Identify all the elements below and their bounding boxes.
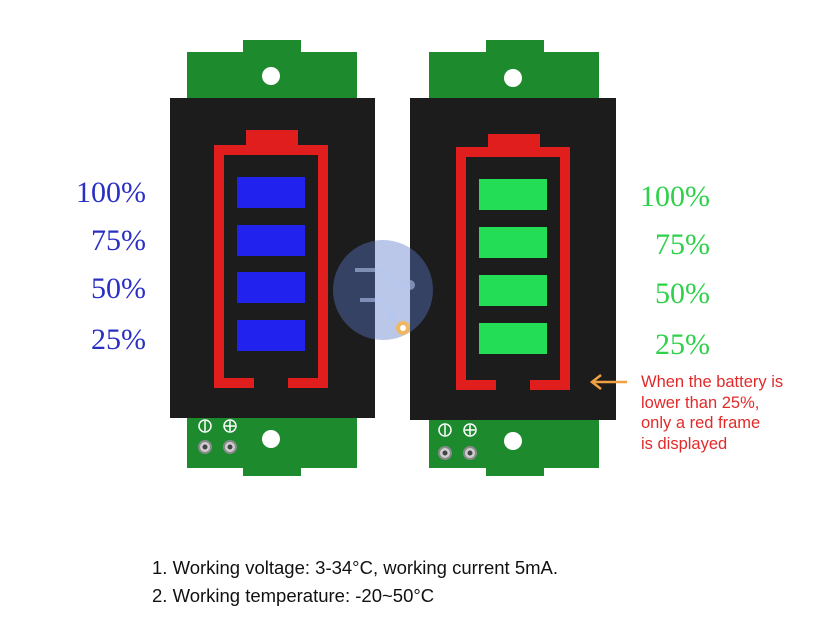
- right-label-100: 100%: [640, 180, 710, 213]
- mounting-hole-icon: [504, 69, 522, 87]
- right-segment-25: [479, 323, 547, 354]
- low-battery-note: When the battery is lower than 25%, only…: [641, 372, 811, 454]
- left-battery-frame: [214, 130, 328, 388]
- watermark-logo-icon: [333, 240, 433, 340]
- left-battery-module: [170, 40, 375, 476]
- left-label-50: 50%: [91, 272, 146, 305]
- note-line: is displayed: [641, 434, 728, 453]
- left-segment-25: [237, 320, 305, 351]
- right-label-75: 75%: [655, 228, 710, 261]
- left-segment-75: [237, 225, 305, 256]
- mounting-hole-icon: [262, 430, 280, 448]
- right-segment-75: [479, 227, 547, 258]
- left-segment-50: [237, 272, 305, 303]
- note-line: When the battery is: [641, 373, 784, 391]
- note-line: lower than 25%,: [641, 393, 760, 412]
- spec-working-voltage: 1. Working voltage: 3-34°C, working curr…: [152, 557, 559, 578]
- right-segment-50: [479, 275, 547, 306]
- right-battery-module: [410, 40, 616, 476]
- left-label-25: 25%: [91, 323, 146, 356]
- note-line: only a red frame: [641, 414, 761, 432]
- right-label-25: 25%: [655, 328, 710, 361]
- right-segment-100: [479, 179, 547, 210]
- left-label-100: 100%: [76, 176, 146, 209]
- right-battery-frame: [456, 134, 570, 390]
- right-label-50: 50%: [655, 277, 710, 310]
- mounting-hole-icon: [504, 432, 522, 450]
- left-label-75: 75%: [91, 224, 146, 257]
- arrow-left-icon: [589, 374, 627, 390]
- spec-working-temperature: 2. Working temperature: -20~50°C: [152, 585, 435, 606]
- left-segment-100: [237, 177, 305, 208]
- mounting-hole-icon: [262, 67, 280, 85]
